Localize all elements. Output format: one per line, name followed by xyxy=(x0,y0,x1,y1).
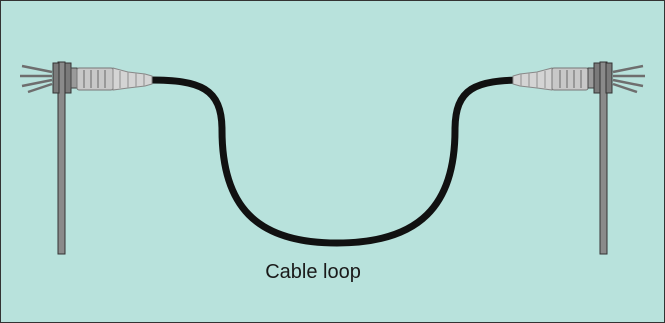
cable-icon xyxy=(146,76,529,247)
right-post-icon xyxy=(587,61,645,255)
right-wires-icon xyxy=(612,64,645,94)
cable-loop-label: Cable loop xyxy=(265,261,361,283)
left-post-icon xyxy=(20,61,78,255)
left-wires-icon xyxy=(20,64,53,94)
left-connector-icon xyxy=(76,67,153,91)
